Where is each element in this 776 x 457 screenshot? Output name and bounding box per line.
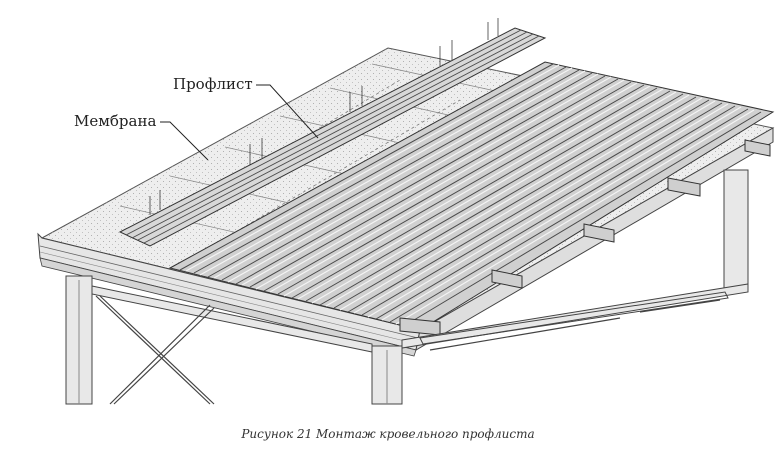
membrane-label: Мембрана	[74, 112, 157, 130]
frame-bracing	[95, 295, 721, 405]
callout-leaders	[160, 84, 319, 161]
profile-sheet-label: Профлист	[173, 75, 253, 93]
figure-caption: Рисунок 21 Монтаж кровельного профлиста	[241, 427, 535, 441]
profile-sheets-installed	[168, 61, 775, 331]
purlin-brackets	[399, 139, 771, 336]
steel-frame	[65, 169, 749, 405]
profile-sheet-lowered	[118, 18, 547, 247]
